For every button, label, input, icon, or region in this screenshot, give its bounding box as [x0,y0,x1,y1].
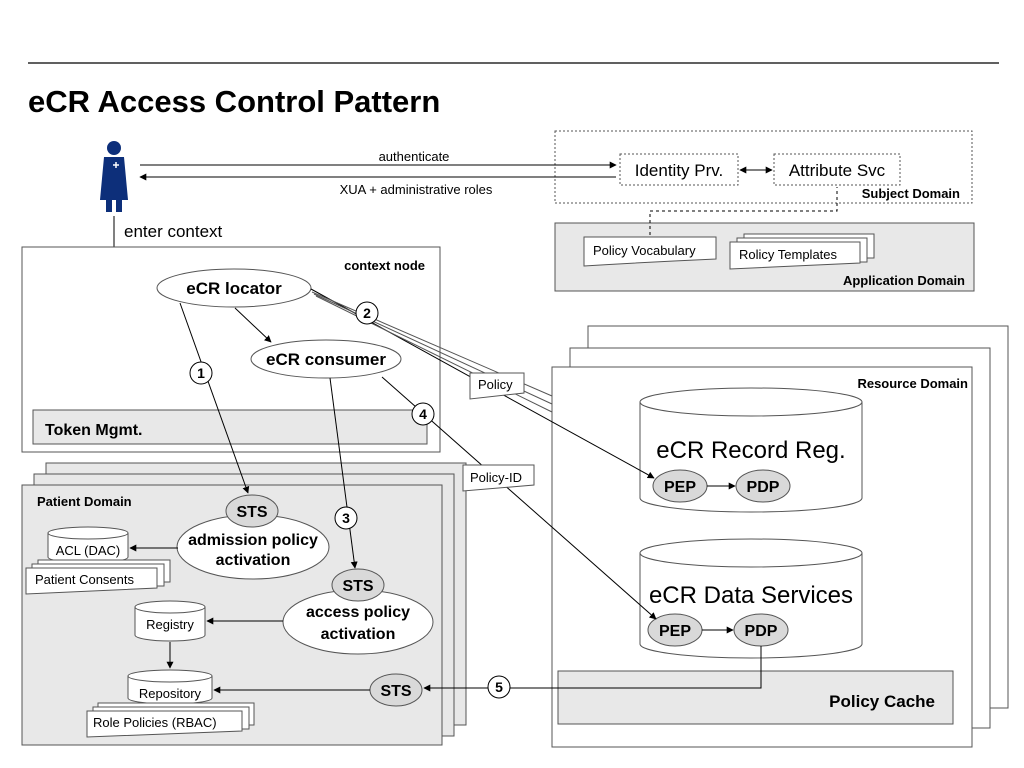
acl-store [47,526,129,564]
access-label-2: activation [321,626,396,643]
locator-admission-arrow [179,302,250,494]
xua-label: XUA + administrative roles [340,182,493,197]
data-services-label: eCR Data Services [649,582,853,609]
step-1-label: 1 [197,365,205,381]
enter-context-label: enter context [124,222,223,241]
token-mgmt-box [32,409,428,445]
token-mgmt-label: Token Mgmt. [45,422,142,439]
policy-vocabulary-doc [583,236,717,267]
page-title: eCR Access Control Pattern [28,84,440,119]
consumer-access-arrow [329,377,358,569]
step-marker-3: 3 [334,506,358,530]
registry-label: Registry [146,617,194,632]
application-domain-label: Application Domain [843,273,965,288]
ecr-locator [156,268,312,308]
admission-sts [225,494,279,528]
step-marker-2: 2 [355,301,379,325]
step-2-label: 2 [363,305,371,321]
step-marker-5: 5 [487,675,511,699]
repository-label: Repository [139,686,202,701]
policy-templates-doc [729,241,861,270]
record-pep-label: PEP [664,479,696,496]
identity-provider-label: Identity Prv. [635,161,724,180]
patient-sts-label: STS [380,683,411,700]
record-pdp [735,469,791,503]
ecr-consumer-label: eCR consumer [266,350,386,369]
ecr-locator-label: eCR locator [186,279,282,298]
policy-vocabulary-label: Policy Vocabulary [593,243,696,258]
ecr-consumer [250,339,402,379]
registry-store [134,600,206,642]
identity-provider-box [619,153,739,186]
authenticate-label: authenticate [379,149,450,164]
resource-domain-label: Resource Domain [857,376,968,391]
policy-id-flag-label: Policy-ID [470,470,522,485]
context-node-label: context node [344,258,425,273]
policy-flag-label: Policy [478,377,513,392]
admission-label-2: activation [216,552,291,569]
patient-domain-label: Patient Domain [37,494,132,509]
step-4-label: 4 [419,406,427,422]
user-icon [100,141,128,212]
attribute-service-label: Attribute Svc [789,161,886,180]
locator-consumer-arrow [234,307,272,343]
patient-consents-doc [25,567,158,595]
repository-store [127,669,213,705]
policy-cache-label: Policy Cache [829,692,935,711]
attribute-service-box [773,153,901,186]
access-sts-label: STS [342,578,373,595]
admission-label-1: admission policy [188,532,318,549]
policy-templates-label: Rolicy Templates [739,247,838,262]
step-marker-1: 1 [189,361,213,385]
access-sts [331,568,385,602]
admission-sts-label: STS [236,504,267,521]
data-pdp-label: PDP [745,623,778,640]
patient-consents-label: Patient Consents [35,572,135,587]
policy-cache-box [557,670,954,725]
step-3-label: 3 [342,510,350,526]
record-registry-label: eCR Record Reg. [656,437,845,464]
policy-flag [469,372,525,400]
policy-id-flag [462,464,535,492]
data-pep-label: PEP [659,623,691,640]
record-pdp-label: PDP [747,479,780,496]
role-policies-label: Role Policies (RBAC) [93,715,217,730]
step-marker-4: 4 [411,402,435,426]
acl-label: ACL (DAC) [56,543,121,558]
access-label-1: access policy [306,604,410,621]
attribute-policy-dashed-link [649,187,838,235]
pdp-sts-arrow [423,646,762,692]
role-policies-doc [86,710,243,738]
subject-domain-label: Subject Domain [862,186,960,201]
step-5-label: 5 [495,679,503,695]
